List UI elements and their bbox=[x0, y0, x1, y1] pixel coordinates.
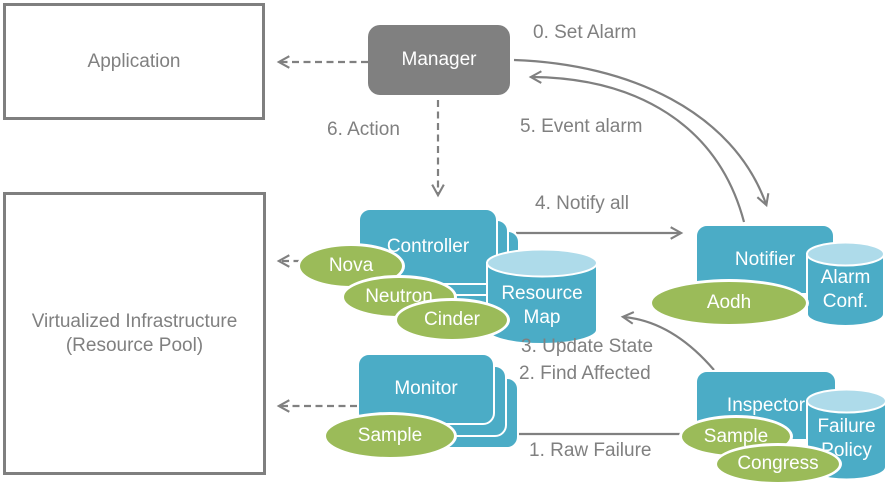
step-label-notify-all: 4. Notify all bbox=[535, 193, 629, 214]
inspector-label: Inspector bbox=[726, 394, 806, 416]
step-label-update-state: 3. Update State bbox=[521, 336, 654, 357]
application-label: Application bbox=[87, 50, 181, 72]
cinder-label: Cinder bbox=[424, 309, 480, 330]
nova-label: Nova bbox=[328, 255, 374, 276]
cylinder-shape-icon bbox=[486, 248, 598, 345]
step-label-raw-failure: 1. Raw Failure bbox=[529, 440, 652, 461]
monitor-label: Monitor bbox=[394, 378, 458, 399]
step-label-find-affected: 2. Find Affected bbox=[519, 363, 651, 384]
virtualized-infrastructure-label-line1: Virtualized Infrastructure bbox=[31, 310, 238, 332]
step-label-event-alarm: 5. Event alarm bbox=[520, 116, 643, 137]
cinder-ellipse: Cinder bbox=[394, 298, 510, 342]
manager-box: Manager bbox=[368, 25, 510, 95]
step-label-set-alarm: 0. Set Alarm bbox=[533, 22, 637, 43]
arrow-inspector-to-resource-map bbox=[620, 311, 715, 371]
congress-label: Congress bbox=[737, 453, 819, 474]
aodh-ellipse: Aodh bbox=[649, 279, 809, 327]
manager-label: Manager bbox=[401, 49, 477, 70]
virtualized-infrastructure-label-line2: (Resource Pool) bbox=[65, 334, 204, 356]
cylinder-shape-icon bbox=[806, 241, 885, 327]
resource-map-label: Resource Map bbox=[501, 283, 583, 328]
notifier-label: Notifier bbox=[734, 248, 796, 270]
congress-ellipse: Congress bbox=[714, 443, 842, 485]
sample-monitor-label: Sample bbox=[357, 425, 423, 446]
sample-inspector-label: Sample bbox=[703, 425, 769, 447]
arrow-event-alarm bbox=[528, 70, 746, 223]
aodh-label: Aodh bbox=[706, 292, 752, 313]
sample-monitor-ellipse: Sample bbox=[323, 412, 457, 460]
application-box: Application bbox=[3, 3, 265, 120]
alarm-conf-label: Alarm Conf. bbox=[820, 267, 871, 312]
controller-label: Controller bbox=[386, 235, 470, 257]
resource-map-cylinder: Resource Map bbox=[486, 248, 598, 345]
virtualized-infrastructure-box: Virtualized Infrastructure (Resource Poo… bbox=[3, 192, 266, 475]
arrow-set-alarm bbox=[513, 58, 770, 208]
step-label-action: 6. Action bbox=[327, 119, 400, 140]
alarm-conf-cylinder: Alarm Conf. bbox=[806, 241, 885, 327]
